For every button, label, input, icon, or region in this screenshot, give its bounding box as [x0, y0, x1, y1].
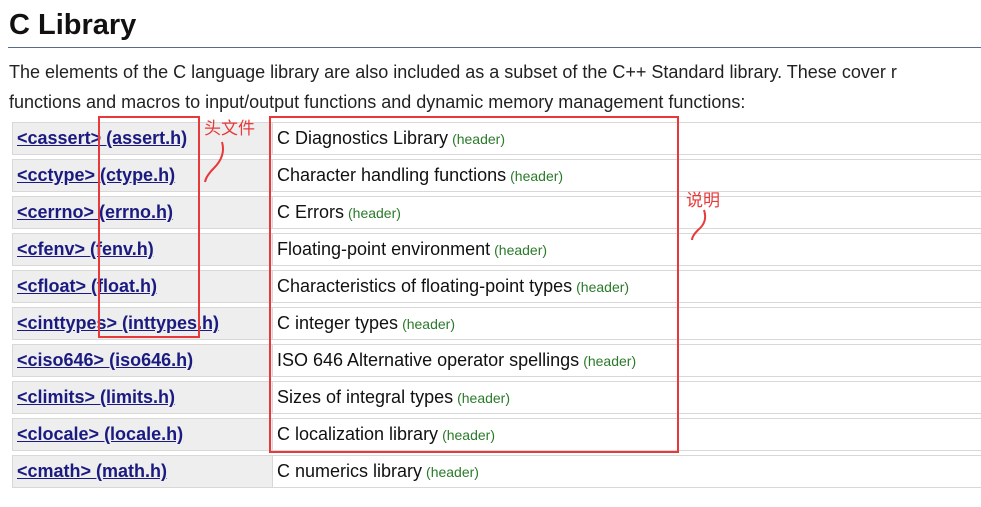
description-annotation-label: 说明: [686, 191, 720, 211]
header-cell: <climits> (limits.h): [12, 381, 273, 414]
header-tag: (header): [583, 353, 637, 369]
intro-line-1: The elements of the C language library a…: [9, 62, 897, 82]
table-row: <cfenv> (fenv.h) Floating-point environm…: [12, 233, 981, 266]
header-cell: <cfenv> (fenv.h): [12, 233, 273, 266]
header-link-cfenv[interactable]: <cfenv> (fenv.h): [17, 239, 154, 259]
header-cell: <cfloat> (float.h): [12, 270, 273, 303]
description-cell: Character handling functions(header): [273, 159, 981, 192]
header-link-climits[interactable]: <climits> (limits.h): [17, 387, 176, 407]
table-row: <climits> (limits.h) Sizes of integral t…: [12, 381, 981, 414]
description-cell: C numerics library(header): [273, 455, 981, 488]
header-tag: (header): [426, 464, 479, 480]
header-link-cinttypes[interactable]: <cinttypes> (inttypes.h): [17, 313, 220, 333]
header-cell: <clocale> (locale.h): [12, 418, 273, 451]
header-cell: <cerrno> (errno.h): [12, 196, 273, 229]
description-text: C localization library: [277, 424, 439, 444]
title-divider: [8, 47, 981, 48]
table-row: <clocale> (locale.h) C localization libr…: [12, 418, 981, 451]
header-annotation-box: [98, 116, 200, 338]
description-cell: C Errors(header): [273, 196, 981, 229]
description-text: C Diagnostics Library: [277, 128, 449, 148]
header-annotation-label: 头文件: [204, 119, 255, 139]
header-link-ciso646[interactable]: <ciso646> (iso646.h): [17, 350, 194, 370]
header-tag: (header): [510, 168, 564, 184]
header-tag: (header): [494, 242, 548, 258]
description-text: Characteristics of floating-point types: [277, 276, 573, 296]
page-title: C Library: [9, 9, 137, 41]
description-text: Sizes of integral types: [277, 387, 454, 407]
header-tag: (header): [576, 279, 630, 295]
table-row: <cfloat> (float.h) Characteristics of fl…: [12, 270, 981, 303]
table-row: <cerrno> (errno.h) C Errors(header): [12, 196, 981, 229]
description-text: C integer types: [277, 313, 399, 333]
description-cell: Sizes of integral types(header): [273, 381, 981, 414]
header-cell: <cinttypes> (inttypes.h): [12, 307, 273, 340]
header-tag: (header): [348, 205, 401, 221]
description-cell: ISO 646 Alternative operator spellings(h…: [273, 344, 981, 377]
description-cell: C integer types(header): [273, 307, 981, 340]
header-cell: <ciso646> (iso646.h): [12, 344, 273, 377]
description-text: Floating-point environment: [277, 239, 491, 259]
header-link-cmath[interactable]: <cmath> (math.h): [17, 461, 168, 481]
description-text: ISO 646 Alternative operator spellings: [277, 350, 580, 370]
table-row: <cinttypes> (inttypes.h) C integer types…: [12, 307, 981, 340]
header-cell: <cmath> (math.h): [12, 455, 273, 488]
header-link-cfloat[interactable]: <cfloat> (float.h): [17, 276, 158, 296]
header-tag: (header): [402, 316, 455, 332]
header-annotation-stroke: [204, 141, 224, 183]
intro-text: The elements of the C language library a…: [9, 57, 981, 117]
table-row: <cmath> (math.h) C numerics library(head…: [12, 455, 981, 488]
description-cell: Floating-point environment(header): [273, 233, 981, 266]
library-table: <cassert> (assert.h) C Diagnostics Libra…: [12, 118, 981, 492]
table-row: <cctype> (ctype.h) Character handling fu…: [12, 159, 981, 192]
table-row: <cassert> (assert.h) C Diagnostics Libra…: [12, 122, 981, 155]
description-text: Character handling functions: [277, 165, 507, 185]
description-text: C Errors: [277, 202, 344, 222]
description-cell: Characteristics of floating-point types(…: [273, 270, 981, 303]
description-text: C numerics library: [277, 461, 423, 481]
table-row: <ciso646> (iso646.h) ISO 646 Alternative…: [12, 344, 981, 377]
header-cell: <cassert> (assert.h): [12, 122, 273, 155]
header-cell: <cctype> (ctype.h): [12, 159, 273, 192]
header-link-cctype[interactable]: <cctype> (ctype.h): [17, 165, 176, 185]
header-link-cassert[interactable]: <cassert> (assert.h): [17, 128, 188, 148]
description-cell: C localization library(header): [273, 418, 981, 451]
description-annotation-stroke: [691, 209, 707, 241]
header-tag: (header): [452, 131, 505, 147]
description-annotation-box: [269, 116, 679, 453]
header-tag: (header): [442, 427, 495, 443]
intro-line-2: functions and macros to input/output fun…: [9, 92, 746, 112]
description-cell: C Diagnostics Library(header): [273, 122, 981, 155]
header-tag: (header): [457, 390, 511, 406]
header-link-clocale[interactable]: <clocale> (locale.h): [17, 424, 184, 444]
header-link-cerrno[interactable]: <cerrno> (errno.h): [17, 202, 174, 222]
